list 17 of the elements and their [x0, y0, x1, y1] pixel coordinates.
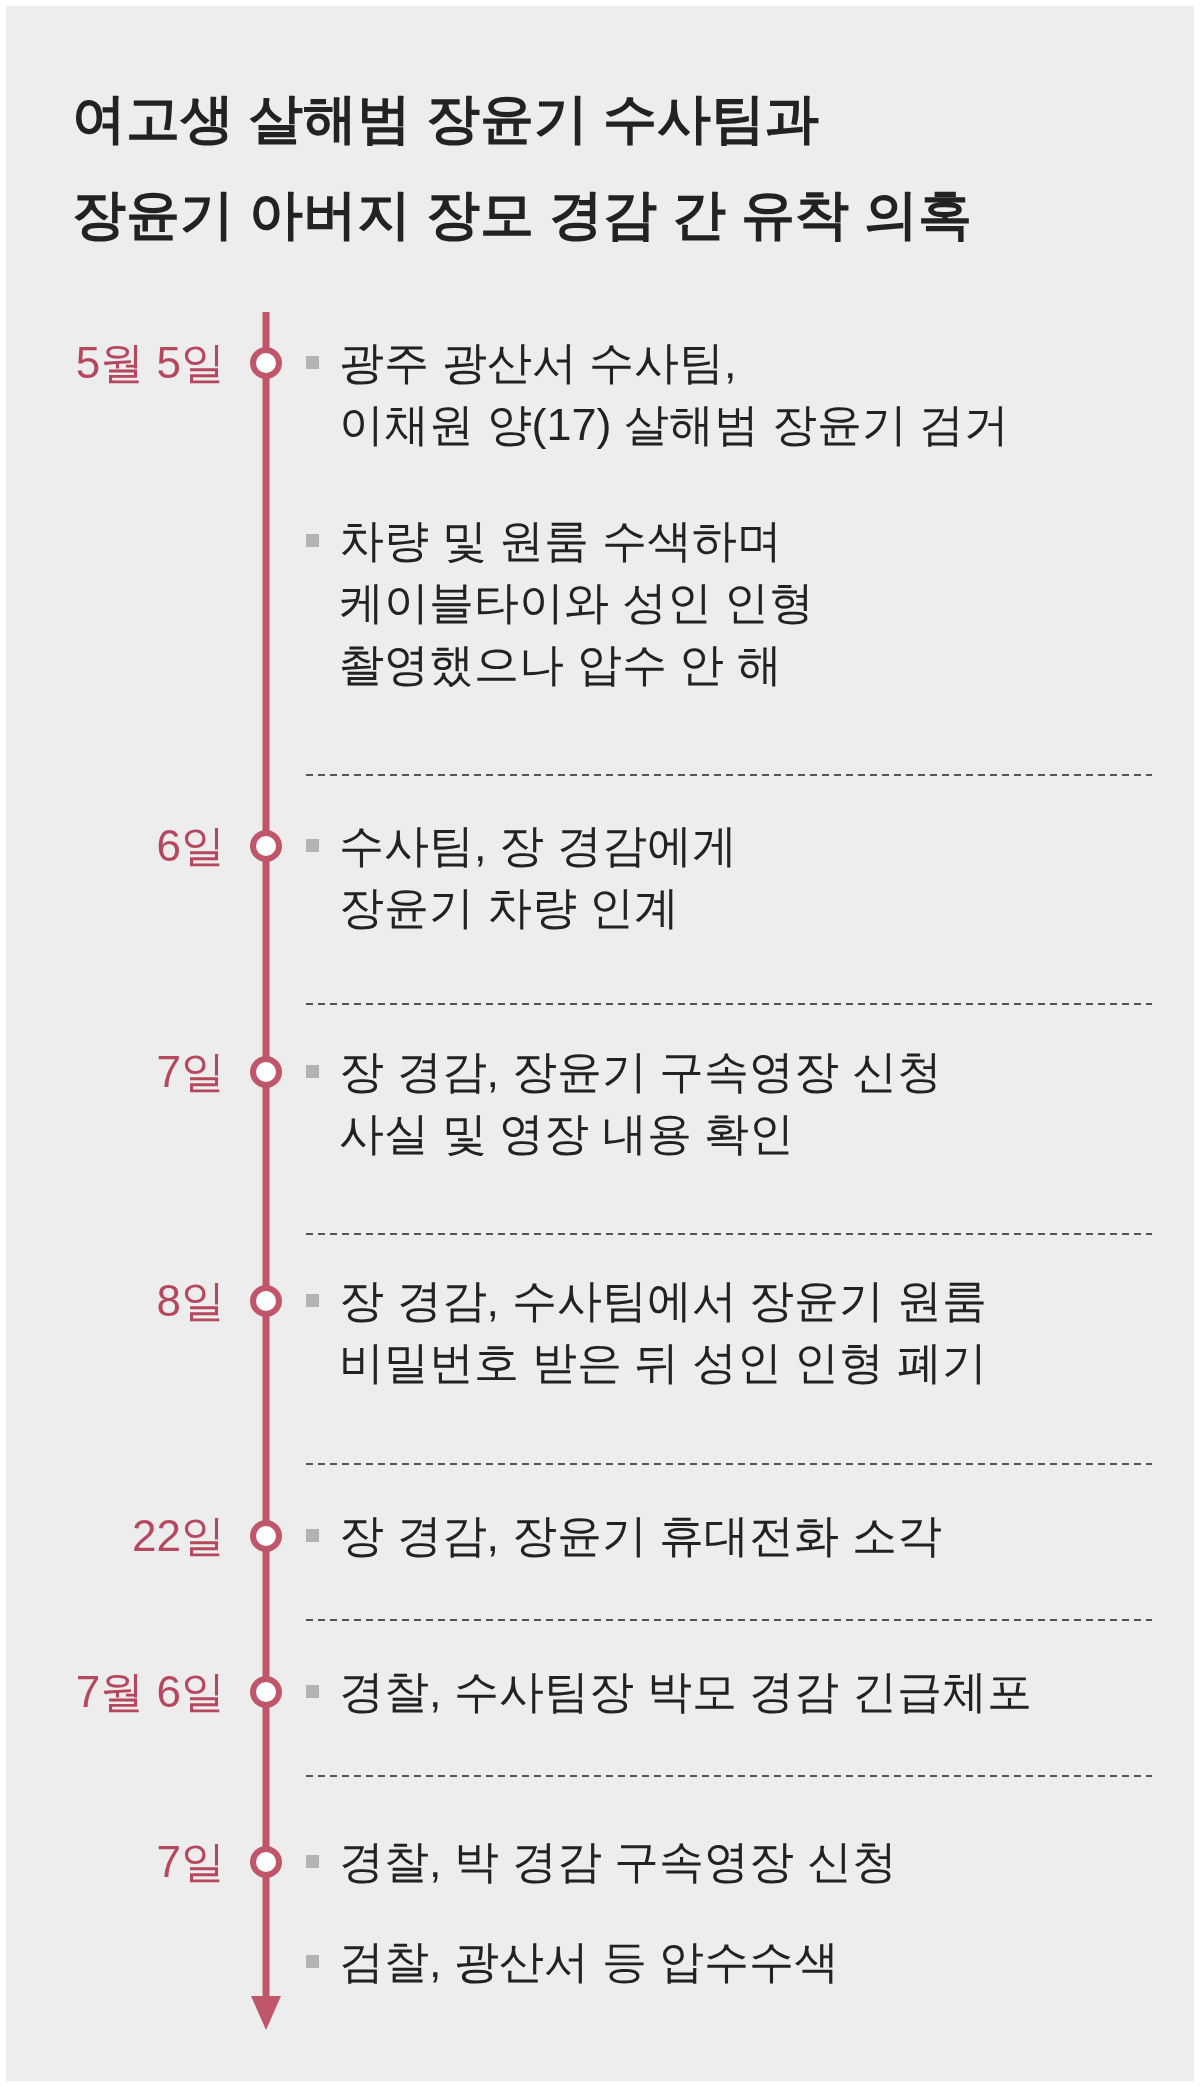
date-label: 7일: [156, 1836, 225, 1888]
event-text: 차량 및 원룸 수색하며 케이블타이와 성인 인형 촬영했으나 압수 안 해: [339, 514, 814, 692]
event-text: 광주 광산서 수사팀, 이채원 양(17) 살해범 장윤기 검거: [339, 336, 1010, 452]
event-text: 장 경감, 장윤기 구속영장 신청 사실 및 영장 내용 확인: [339, 1045, 942, 1161]
diagram-title: 여고생 살해범 장윤기 수사팀과 장윤기 아버지 장모 경감 간 유착 의혹: [72, 87, 973, 246]
event-text: 장 경감, 장윤기 휴대전화 소각: [339, 1509, 942, 1563]
event-text: 장 경감, 수사팀에서 장윤기 원룸 비밀번호 받은 뒤 성인 인형 폐기: [339, 1274, 987, 1390]
event-text: 수사팀, 장 경감에게 장윤기 차량 인계: [339, 819, 737, 935]
date-label: 22일: [132, 1510, 225, 1562]
event-text: 경찰, 수사팀장 박모 경감 긴급체포: [339, 1665, 1032, 1719]
date-label: 7월 6일: [75, 1666, 225, 1718]
date-label: 7일: [156, 1046, 225, 1098]
date-label: 5월 5일: [75, 337, 225, 389]
date-label: 8일: [156, 1275, 225, 1327]
event-text: 경찰, 박 경감 구속영장 신청: [339, 1835, 897, 1889]
date-label: 6일: [156, 820, 225, 872]
event-text: 검찰, 광산서 등 압수수색: [339, 1935, 839, 1989]
